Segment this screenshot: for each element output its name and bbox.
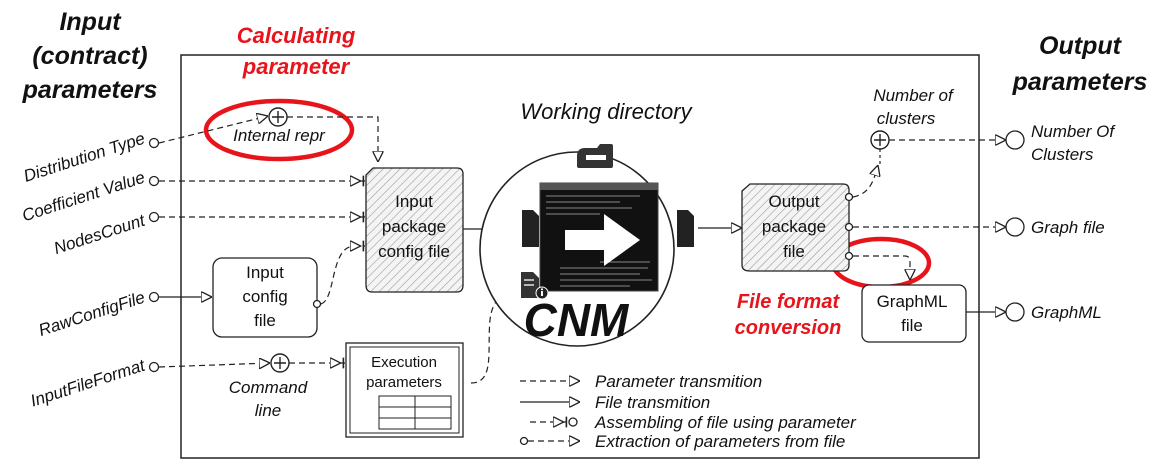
extract-edge-input-config bbox=[320, 246, 365, 305]
input-package-config-box bbox=[365, 167, 464, 293]
input-cfg-line3: file bbox=[254, 311, 276, 330]
table-icon bbox=[378, 395, 452, 430]
legend: Parameter transmition File transmition A… bbox=[519, 372, 857, 451]
exec-line1: Execution bbox=[371, 354, 437, 371]
legend-extraction-label: Extraction of parameters from file bbox=[595, 432, 845, 451]
conversion-heading-line2: conversion bbox=[735, 317, 842, 339]
internal-repr-label: Internal repr bbox=[233, 126, 326, 145]
port-graphml bbox=[1005, 302, 1025, 322]
input-heading-line1: Input bbox=[59, 8, 122, 36]
graphml-line2: file bbox=[901, 316, 923, 335]
param-edge-distribution bbox=[158, 116, 268, 144]
legend-assembling-label: Assembling of file using parameter bbox=[594, 413, 857, 432]
output-pkg-line1: Output bbox=[768, 192, 819, 211]
clusters-label-line1: Number of bbox=[873, 86, 955, 105]
port-number-of-clusters bbox=[1005, 130, 1025, 150]
working-directory-label: Working directory bbox=[520, 99, 693, 124]
legend-param-label: Parameter transmition bbox=[595, 372, 762, 391]
port-out-clusters bbox=[844, 192, 854, 202]
arrow-icon bbox=[565, 214, 640, 266]
plus-icon-3 bbox=[874, 134, 886, 146]
input-heading-line3: parameters bbox=[22, 76, 158, 104]
output-number-of-clusters-line2: Clusters bbox=[1031, 145, 1094, 164]
port-input-config-out bbox=[312, 299, 322, 309]
port-nodes-count bbox=[148, 211, 160, 223]
terminal-icon bbox=[539, 182, 659, 292]
output-pkg-line3: file bbox=[783, 242, 805, 261]
graphml-box bbox=[861, 284, 967, 343]
command-label-line1: Command bbox=[229, 378, 308, 397]
input-config-box bbox=[212, 257, 318, 338]
output-heading-line2: parameters bbox=[1012, 68, 1148, 96]
extract-edge-graphml bbox=[853, 255, 910, 280]
port-out-graph bbox=[844, 222, 854, 232]
clusters-label-line2: clusters bbox=[877, 109, 936, 128]
graphml-line1: GraphML bbox=[877, 292, 948, 311]
param-edge-internal bbox=[287, 116, 378, 162]
input-pkg-line3: config file bbox=[378, 242, 450, 261]
input-pkg-line2: package bbox=[382, 217, 446, 236]
output-number-of-clusters-line1: Number Of bbox=[1031, 122, 1116, 141]
calc-highlight bbox=[203, 98, 355, 162]
legend-file-label: File transmition bbox=[595, 393, 710, 412]
input-pkg-line1: Input bbox=[395, 192, 433, 211]
cnm-label: CNM bbox=[524, 294, 630, 346]
port-graph-file bbox=[1005, 217, 1025, 237]
input-cfg-line1: Input bbox=[246, 263, 284, 282]
output-pkg-line2: package bbox=[762, 217, 826, 236]
output-package-box bbox=[741, 183, 850, 272]
port-out-graphml bbox=[844, 251, 854, 261]
input-heading-line2: (contract) bbox=[32, 42, 147, 70]
input-nodes-count: NodesCount bbox=[51, 210, 148, 258]
output-graphml: GraphML bbox=[1031, 303, 1102, 322]
port-input-file-format bbox=[148, 361, 160, 373]
system-boundary bbox=[180, 54, 980, 459]
param-edge-file-format bbox=[158, 363, 270, 367]
document-icon-left bbox=[522, 210, 539, 247]
output-graph-file: Graph file bbox=[1031, 218, 1105, 237]
plus-icon-2 bbox=[274, 357, 286, 369]
calc-heading-line2: parameter bbox=[242, 54, 351, 79]
input-file-format: InputFileFormat bbox=[28, 355, 148, 410]
output-heading-line1: Output bbox=[1039, 32, 1123, 60]
extract-edge-clusters bbox=[852, 165, 878, 198]
input-cfg-line2: config bbox=[242, 287, 287, 306]
document-icon-right bbox=[677, 210, 694, 247]
conversion-heading-line1: File format bbox=[737, 291, 841, 313]
input-raw-config-file: RawConfigFile bbox=[36, 288, 147, 340]
calc-heading-line1: Calculating bbox=[237, 23, 356, 48]
document-info-icon bbox=[521, 272, 549, 300]
command-label-line2: line bbox=[255, 401, 281, 420]
plus-icon bbox=[272, 111, 284, 123]
port-distribution-type bbox=[148, 137, 160, 149]
port-raw-config-file bbox=[148, 291, 160, 303]
port-coefficient-value bbox=[148, 175, 160, 187]
exec-line2: parameters bbox=[366, 374, 442, 391]
